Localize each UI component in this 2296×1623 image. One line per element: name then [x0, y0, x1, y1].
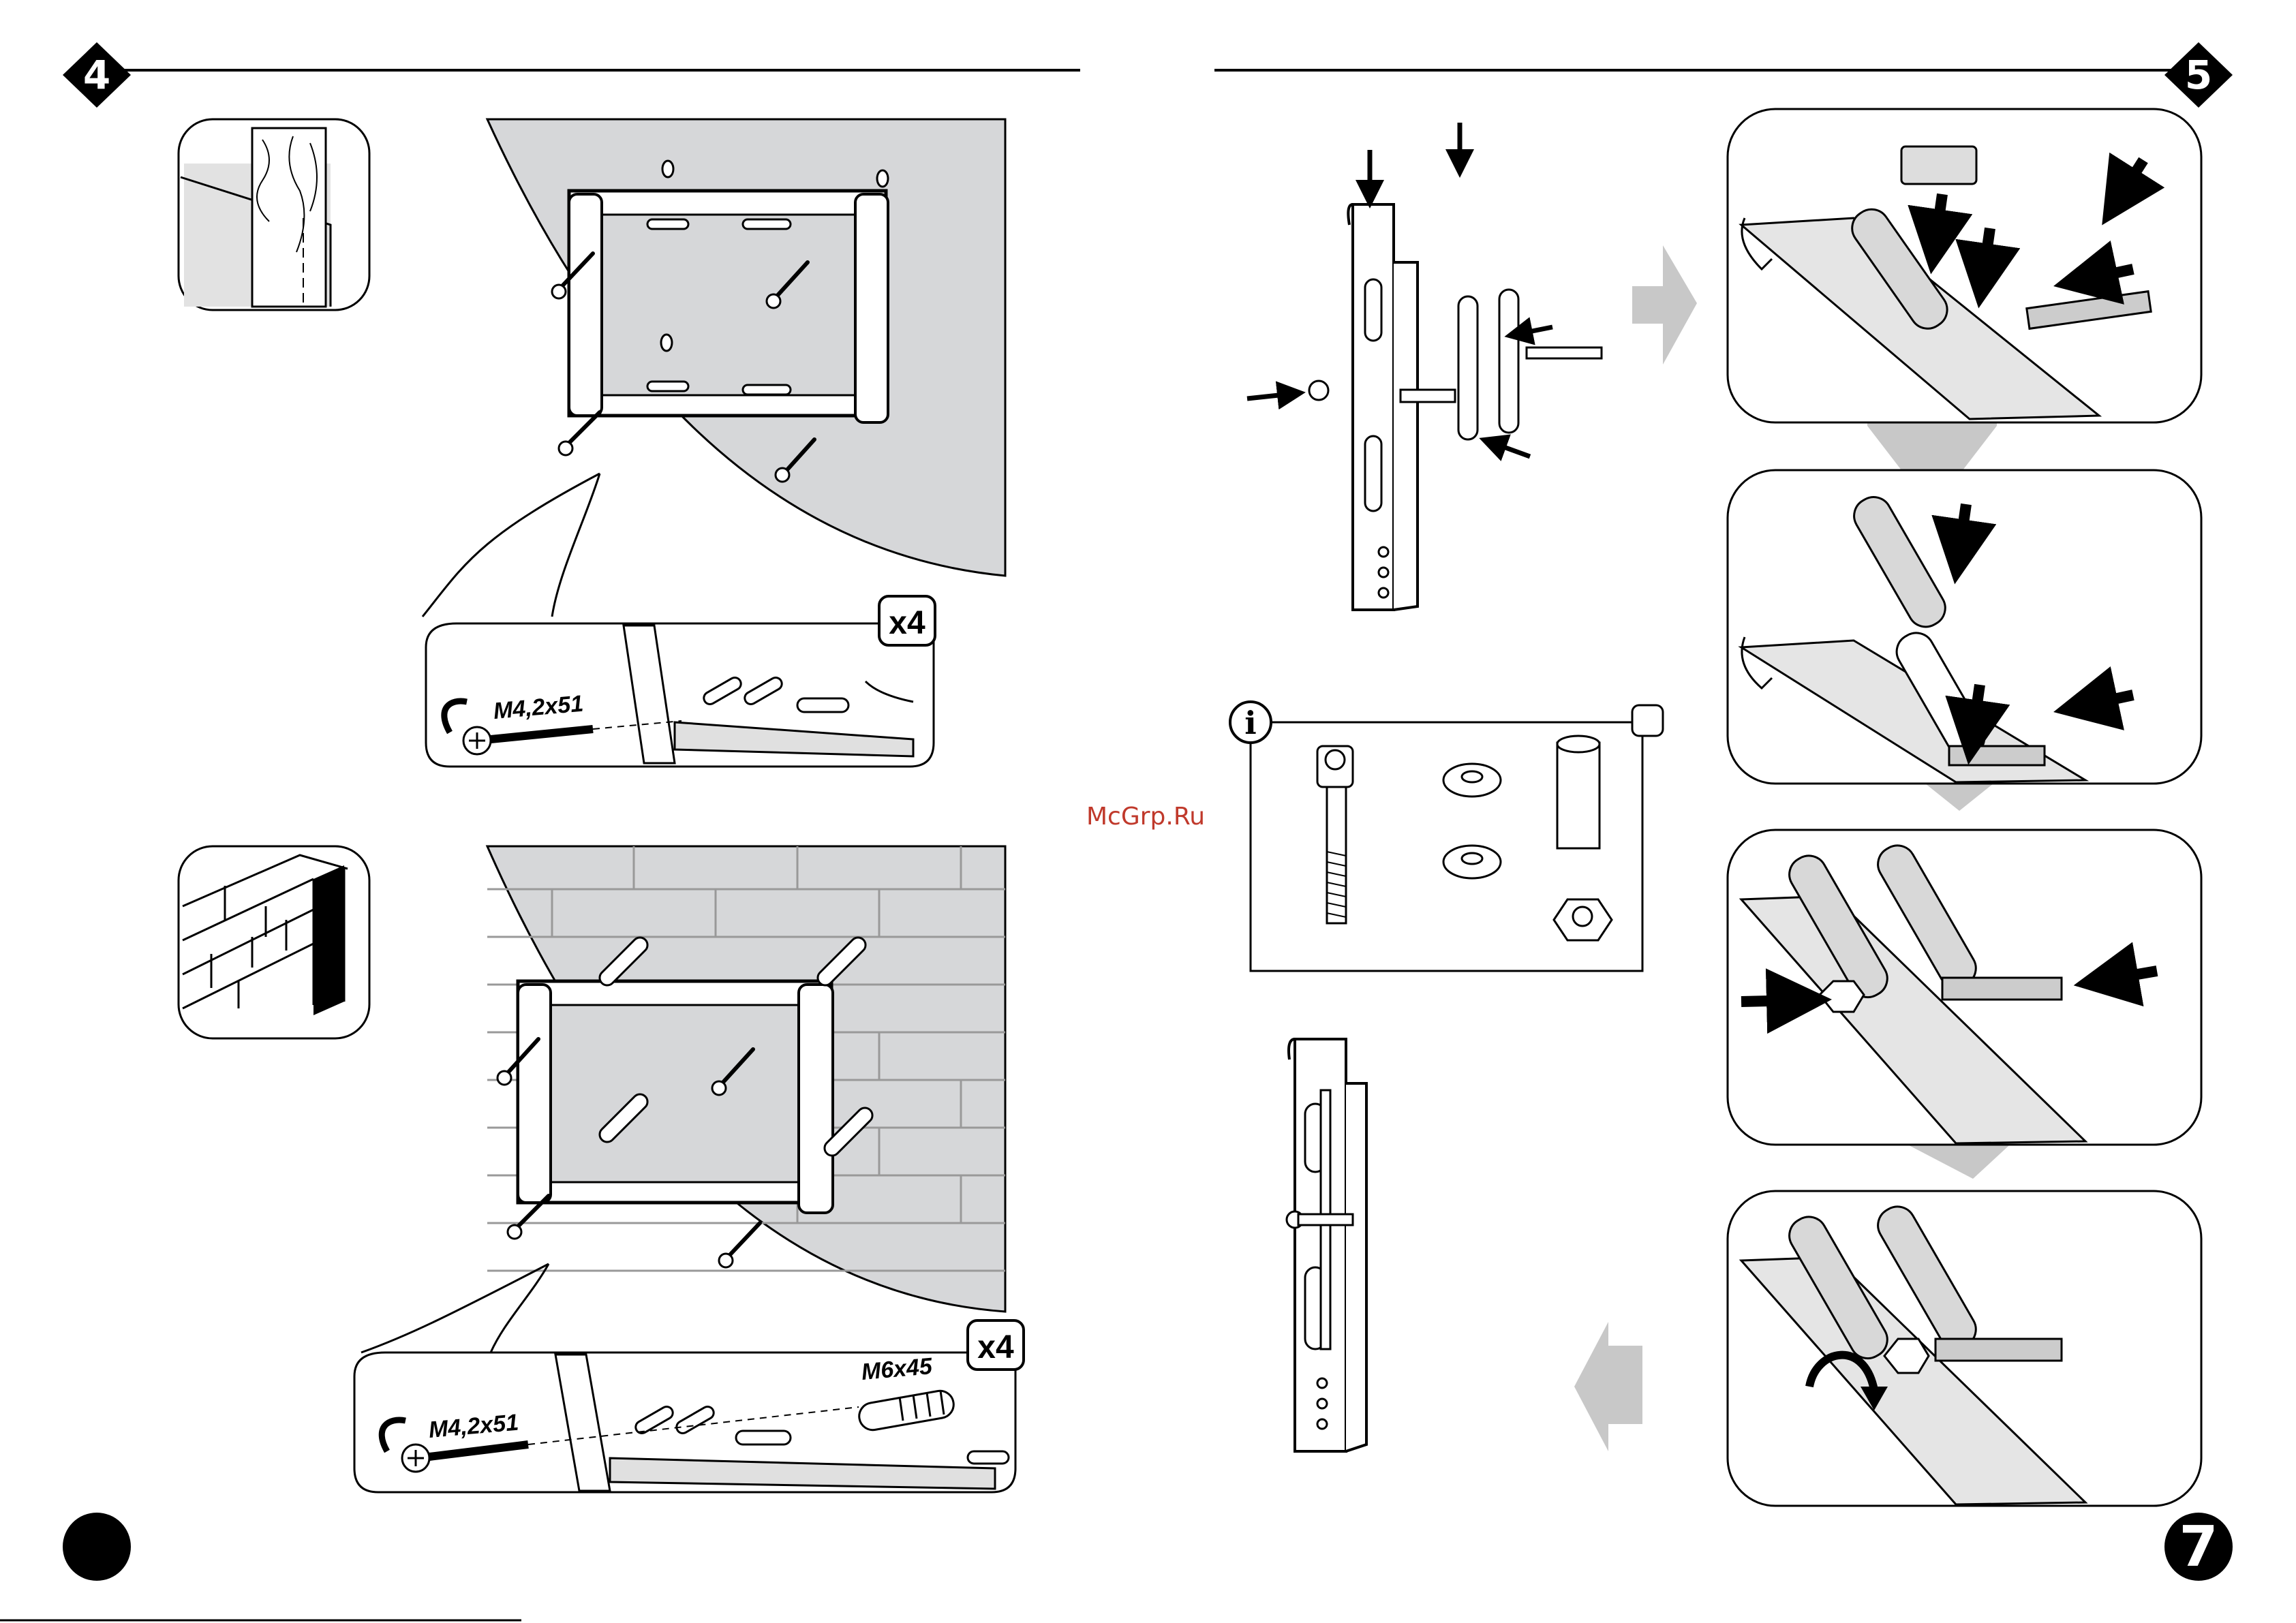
detail-panel-2 [1728, 470, 2201, 784]
brick-screw-callout: M4,2x51 M6x45 x4 [354, 1320, 1024, 1492]
step-4-header: 4 [63, 42, 1080, 108]
detail-panel-1 [1728, 109, 2201, 422]
detail-panel-4 [1728, 1191, 2201, 1506]
wood-mount-illustration [423, 119, 1005, 617]
checkbox-icon [1632, 705, 1663, 736]
page-number: 7 [2179, 1515, 2218, 1579]
step-5-header: 5 [1214, 42, 2233, 108]
watermark: McGrp.Ru [1086, 803, 1205, 831]
wood-wall-icon [179, 119, 369, 310]
step-5-number: 5 [2185, 52, 2212, 98]
wood-quantity-badge: x4 [889, 605, 925, 641]
arm-assembled-view [1287, 1039, 1366, 1451]
detail-panel-3 [1728, 830, 2201, 1145]
arm-exploded-view [1247, 123, 1602, 610]
brick-quantity-badge: x4 [977, 1329, 1014, 1365]
brick-wall-icon [179, 846, 369, 1038]
wood-screw-callout: M4,2x51 x4 [426, 596, 935, 767]
brick-mount-illustration [361, 846, 1005, 1352]
hardware-info-box: i [1230, 702, 1663, 971]
info-icon-letter: i [1244, 705, 1256, 741]
left-page-number-circle [63, 1513, 131, 1581]
step-4-number: 4 [83, 52, 110, 98]
